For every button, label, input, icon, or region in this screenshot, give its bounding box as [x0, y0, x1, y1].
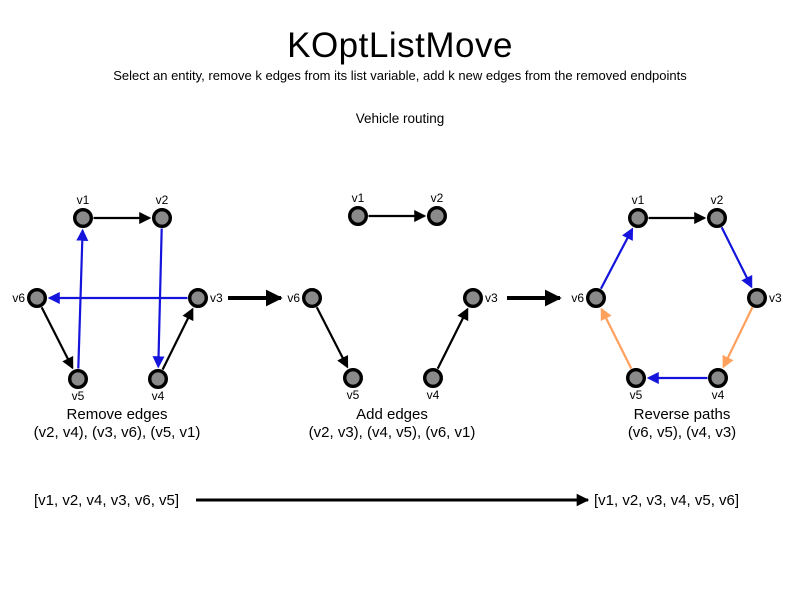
node-reverse-v2 — [707, 207, 728, 228]
node-add-v5 — [343, 368, 364, 389]
edge-reverse-v3-v4 — [722, 306, 754, 369]
page-title: KOptListMove — [287, 26, 513, 65]
caption-reverse-paths: Reverse paths (v6, v5), (v4, v3) — [562, 406, 800, 442]
edge-reverse-v6-v1 — [599, 227, 634, 290]
node-reverse-v1 — [628, 207, 649, 228]
node-label-add-v6: v6 — [287, 291, 300, 305]
caption-edge-list: (v2, v4), (v3, v6), (v5, v1) — [33, 424, 201, 441]
caption-remove-edges: Remove edges (v2, v4), (v3, v6), (v5, v1… — [0, 406, 237, 442]
edge-reverse-v5-v6 — [600, 307, 633, 370]
node-label-add-v3: v3 — [485, 291, 498, 305]
node-label-reverse-v4: v4 — [712, 388, 725, 402]
node-label-remove-v3: v3 — [210, 291, 223, 305]
caption-edge-list: (v6, v5), (v4, v3) — [627, 424, 737, 441]
node-label-add-v5: v5 — [347, 388, 360, 402]
node-add-v6 — [302, 288, 323, 309]
node-add-v2 — [427, 205, 448, 226]
graph-reverse: v1 v2 v3 v4 v5 v6 — [571, 193, 782, 402]
node-reverse-v6 — [586, 288, 607, 309]
node-label-remove-v6: v6 — [12, 291, 25, 305]
edge-add-v6-v5 — [315, 306, 349, 369]
node-reverse-v3 — [747, 288, 768, 309]
node-add-v3 — [463, 288, 484, 309]
node-add-v1 — [348, 205, 369, 226]
node-label-reverse-v6: v6 — [571, 291, 584, 305]
graph-remove: v1 v2 v3 v4 v5 v6 — [12, 193, 223, 403]
caption-title: Reverse paths — [633, 406, 731, 423]
node-label-add-v2: v2 — [431, 191, 444, 205]
node-add-v4 — [423, 368, 444, 389]
node-remove-v6 — [27, 288, 48, 309]
edge-reverse-v2-v3 — [720, 226, 753, 289]
node-remove-v2 — [151, 207, 172, 228]
node-label-reverse-v3: v3 — [769, 291, 782, 305]
context-label: Vehicle routing — [355, 111, 445, 126]
caption-title: Remove edges — [66, 406, 168, 423]
list-before: [v1, v2, v4, v3, v6, v5] — [34, 492, 180, 509]
edge-add-v4-v3 — [436, 307, 469, 370]
node-remove-v3 — [187, 288, 208, 309]
node-label-add-v1: v1 — [352, 191, 365, 205]
node-label-remove-v1: v1 — [77, 193, 90, 207]
node-label-add-v4: v4 — [427, 388, 440, 402]
node-label-reverse-v1: v1 — [632, 193, 645, 207]
node-label-remove-v2: v2 — [156, 193, 169, 207]
graph-add: v1 v2 v3 v4 v5 v6 — [287, 191, 498, 402]
node-label-remove-v5: v5 — [72, 389, 85, 403]
caption-add-edges: Add edges (v2, v3), (v4, v5), (v6, v1) — [272, 406, 512, 442]
list-after: [v1, v2, v3, v4, v5, v6] — [594, 492, 740, 509]
edge-remove-v5-v1 — [76, 228, 89, 369]
node-label-reverse-v5: v5 — [630, 388, 643, 402]
edge-remove-v6-v5 — [40, 306, 74, 370]
node-remove-v4 — [147, 369, 168, 390]
node-remove-v5 — [67, 369, 88, 390]
caption-title: Add edges — [356, 406, 428, 423]
node-label-remove-v4: v4 — [152, 389, 165, 403]
node-reverse-v4 — [708, 368, 729, 389]
page-subtitle: Select an entity, remove k edges from it… — [113, 68, 687, 83]
node-remove-v1 — [72, 207, 93, 228]
caption-edge-list: (v2, v3), (v4, v5), (v6, v1) — [308, 424, 476, 441]
edge-remove-v4-v3 — [161, 307, 194, 371]
node-label-reverse-v2: v2 — [711, 193, 724, 207]
node-reverse-v5 — [626, 368, 647, 389]
